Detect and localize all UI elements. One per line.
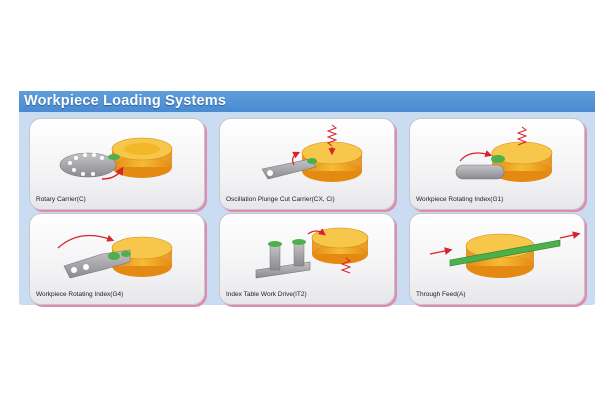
rotary-carrier-plate — [59, 152, 117, 178]
rotation-arrow — [307, 228, 326, 236]
oscillation-arrow — [292, 151, 301, 166]
card-caption: Through Feed(A) — [416, 291, 466, 298]
it2-illustration — [255, 227, 369, 279]
drive-spindle — [293, 241, 305, 267]
feed-arrow-in — [429, 247, 453, 255]
workpiece — [108, 252, 120, 260]
card-workpiece-rotating-index-g1: Workpiece Rotating Index(G1) — [409, 118, 585, 210]
feed-arrow-out — [559, 231, 581, 239]
carrier-arm — [261, 158, 317, 180]
g1-illustration — [455, 126, 553, 182]
card-caption: Rotary Carrier(C) — [36, 196, 86, 203]
rotation-arrow — [101, 166, 124, 180]
feed-spring-icon — [516, 126, 528, 146]
index-plate — [63, 249, 131, 279]
card-workpiece-rotating-index-g4: Workpiece Rotating Index(G4) — [29, 213, 205, 305]
loading-systems-panel: Workpiece Loading Systems Rotary Carrier… — [19, 91, 595, 305]
card-caption: Oscillation Plunge Cut Carrier(CX, Ci) — [226, 196, 335, 203]
workpiece — [307, 158, 317, 164]
grinding-wheel — [111, 137, 173, 178]
title-bar: Workpiece Loading Systems — [19, 91, 595, 112]
through-feed-illustration — [429, 231, 581, 278]
card-rotary-carrier: Rotary Carrier(C) — [29, 118, 205, 210]
feed-spring-icon — [326, 124, 338, 147]
card-caption: Index Table Work Drive(IT2) — [226, 291, 307, 298]
feed-spring-icon — [340, 257, 352, 274]
workpiece — [108, 154, 120, 160]
workpiece — [268, 241, 282, 247]
index-arm — [455, 164, 505, 180]
workpiece-rail — [449, 239, 561, 267]
page-title: Workpiece Loading Systems — [24, 93, 227, 109]
card-caption: Workpiece Rotating Index(G4) — [36, 291, 124, 298]
drive-spindle — [269, 243, 281, 271]
rotation-arrow — [459, 150, 493, 162]
rotation-arrow — [57, 234, 115, 249]
workpiece — [292, 239, 306, 245]
workpiece — [121, 251, 131, 257]
card-oscillation-plunge-cut-carrier: Oscillation Plunge Cut Carrier(CX, Ci) — [219, 118, 395, 210]
card-index-table-work-drive: Index Table Work Drive(IT2) — [219, 213, 395, 305]
card-through-feed: Through Feed(A) — [409, 213, 585, 305]
grinding-wheel — [311, 227, 369, 264]
g4-illustration — [57, 234, 173, 279]
rotary-carrier-illustration — [59, 137, 173, 180]
oscillation-carrier-illustration — [261, 124, 363, 182]
pivot-hole — [267, 170, 273, 176]
workpiece — [491, 155, 505, 163]
card-caption: Workpiece Rotating Index(G1) — [416, 196, 504, 203]
